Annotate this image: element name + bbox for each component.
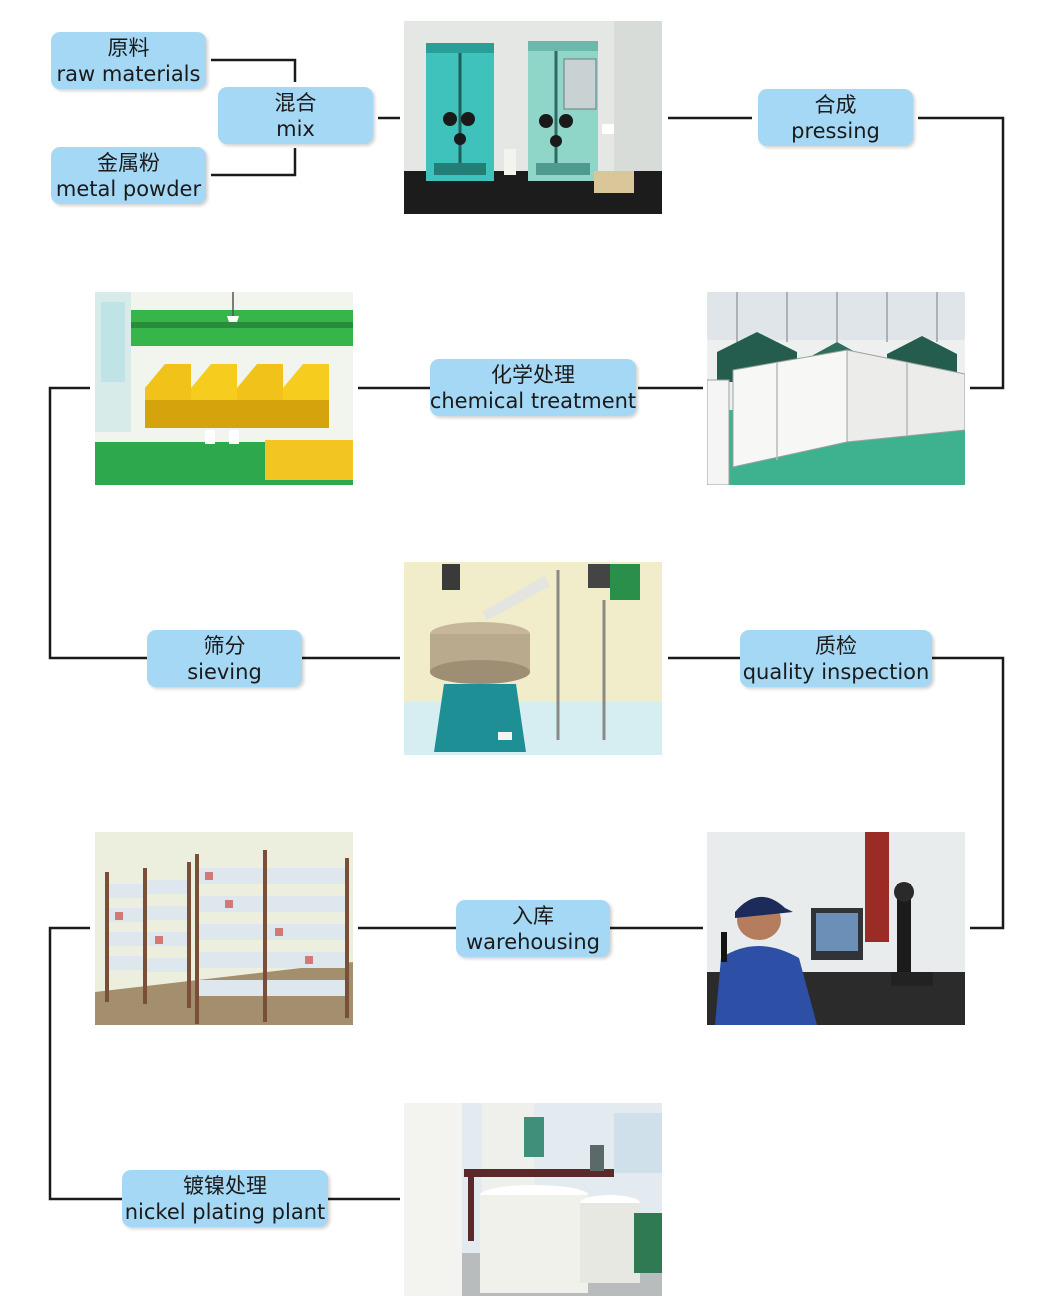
photo-sieving-machine <box>404 562 662 755</box>
step-quality-inspection-en: quality inspection <box>742 659 930 684</box>
step-sieving: 筛分 sieving <box>147 630 302 687</box>
step-chemical-treatment: 化学处理 chemical treatment <box>430 359 636 416</box>
step-nickel-plating-en: nickel plating plant <box>124 1199 326 1224</box>
step-nickel-plating-cn: 镀镍处理 <box>183 1173 267 1198</box>
photo-pressing-workshop <box>707 292 965 485</box>
step-sieving-en: sieving <box>187 659 262 684</box>
step-metal-powder: 金属粉 metal powder <box>51 147 206 204</box>
step-raw-materials-cn: 原料 <box>107 35 150 60</box>
connector-inspection-to-station <box>932 656 1005 930</box>
photo-inspection-station <box>707 832 965 1025</box>
photo-chemical-treatment-hoods <box>95 292 353 485</box>
step-chemical-treatment-en: chemical treatment <box>429 388 637 413</box>
photo-plating-tanks <box>404 1103 662 1296</box>
step-chemical-treatment-cn: 化学处理 <box>491 362 575 387</box>
step-metal-powder-en: metal powder <box>55 176 202 201</box>
step-sieving-cn: 筛分 <box>203 633 246 658</box>
connector-powder-to-mix <box>211 148 297 177</box>
connector-pressing-to-workshop <box>918 116 1005 390</box>
photo-warehouse-shelves <box>95 832 353 1025</box>
step-warehousing: 入库 warehousing <box>456 900 610 957</box>
step-mix-cn: 混合 <box>274 90 317 115</box>
step-nickel-plating: 镀镍处理 nickel plating plant <box>122 1170 328 1227</box>
step-warehousing-cn: 入库 <box>512 903 554 928</box>
step-mix-en: mix <box>276 116 315 141</box>
step-pressing-cn: 合成 <box>814 92 857 117</box>
connector-raw-to-mix <box>211 58 297 82</box>
step-pressing: 合成 pressing <box>758 89 913 146</box>
step-raw-materials: 原料 raw materials <box>51 32 206 89</box>
step-metal-powder-cn: 金属粉 <box>97 150 160 175</box>
photo-mixing-machines <box>404 21 662 214</box>
step-warehousing-en: warehousing <box>465 929 601 954</box>
connector-hoods-to-sieving <box>48 386 148 660</box>
step-raw-materials-en: raw materials <box>56 61 201 86</box>
step-quality-inspection-cn: 质检 <box>815 633 857 658</box>
step-quality-inspection: 质检 quality inspection <box>740 630 932 687</box>
connector-shelves-to-plating <box>48 926 122 1201</box>
step-pressing-en: pressing <box>791 118 880 143</box>
step-mix: 混合 mix <box>218 87 373 144</box>
